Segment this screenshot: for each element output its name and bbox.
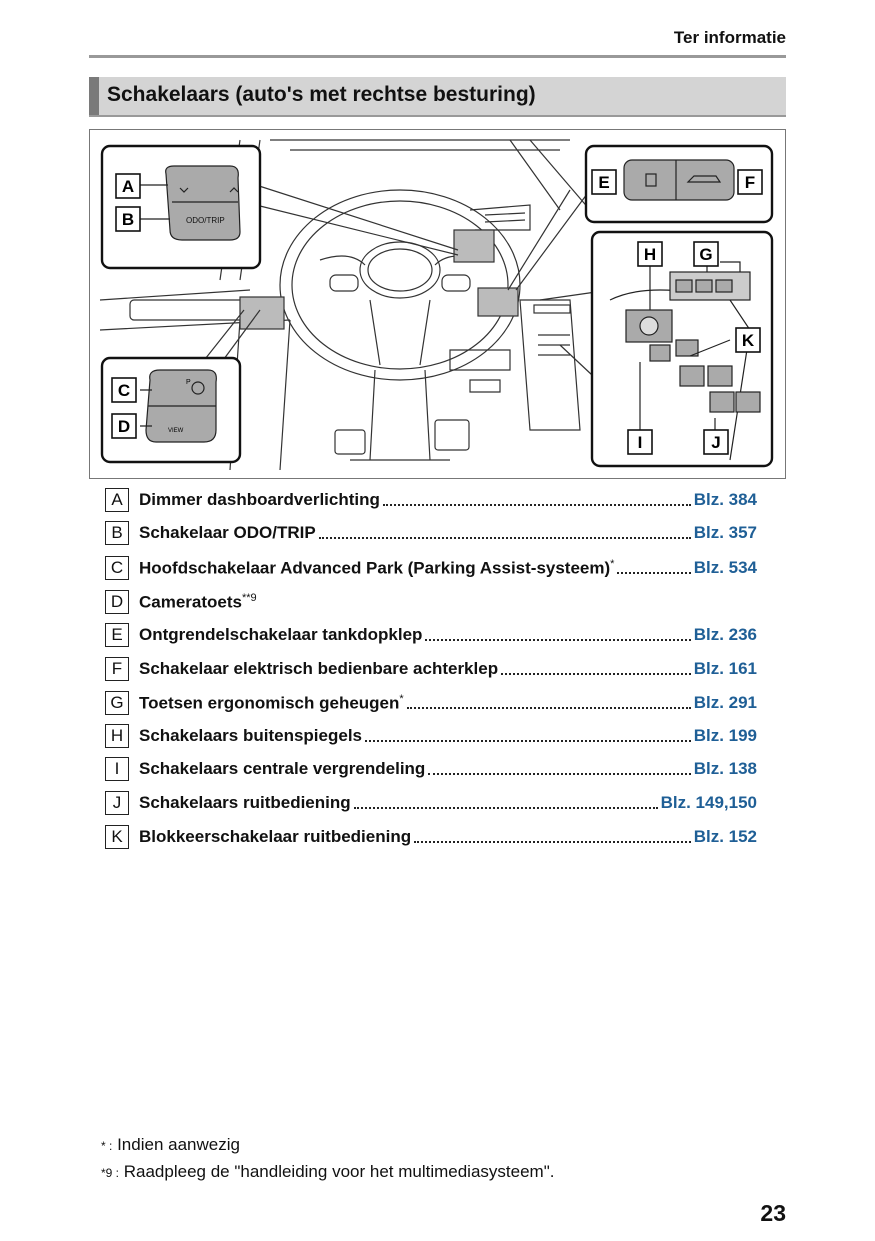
leader-dots xyxy=(382,492,691,506)
list-item: F Schakelaar elektrisch bedienbare achte… xyxy=(105,657,757,681)
footnote: * : Indien aanwezig xyxy=(101,1135,240,1155)
list-item: B Schakelaar ODO/TRIP Blz. 357 xyxy=(105,521,757,545)
view-button-text: VIEW xyxy=(168,428,184,434)
page-link[interactable]: Blz. 199 xyxy=(693,726,757,745)
leader-dots xyxy=(501,661,691,675)
item-letter: E xyxy=(105,623,129,647)
footnote-mark: * : xyxy=(101,1139,113,1153)
list-item: I Schakelaars centrale vergrendeling Blz… xyxy=(105,757,757,781)
item-label: Schakelaars buitenspiegels xyxy=(139,726,362,745)
callout-b: B xyxy=(122,210,134,229)
page-link[interactable]: Blz. 149,150 xyxy=(660,793,757,812)
item-label: Schakelaar ODO/TRIP xyxy=(139,523,316,542)
footnote: *9 : Raadpleeg de "handleiding voor het … xyxy=(101,1162,554,1182)
callout-c: C xyxy=(118,381,130,400)
item-label: Hoofdschakelaar Advanced Park (Parking A… xyxy=(139,557,615,578)
list-item: H Schakelaars buitenspiegels Blz. 199 xyxy=(105,724,757,748)
item-letter: G xyxy=(105,691,129,715)
callout-f: F xyxy=(745,173,755,192)
page-number: 23 xyxy=(760,1200,786,1226)
footnote-mark: * xyxy=(610,557,615,570)
list-item: G Toetsen ergonomisch geheugen* Blz. 291 xyxy=(105,691,757,715)
leader-dots xyxy=(365,728,691,742)
list-item: E Ontgrendelschakelaar tankdopklep Blz. … xyxy=(105,623,757,647)
page-link[interactable]: Blz. 236 xyxy=(693,625,757,644)
list-item: D Cameratoets**9 xyxy=(105,590,757,614)
leader-dots xyxy=(318,525,691,539)
section-title: Schakelaars (auto's met rechtse besturin… xyxy=(107,83,536,106)
page-link[interactable]: Blz. 161 xyxy=(693,659,757,678)
item-letter: H xyxy=(105,724,129,748)
item-letter: D xyxy=(105,590,129,614)
leader-dots xyxy=(406,695,691,709)
callout-d: D xyxy=(118,417,130,436)
item-label: Schakelaars centrale vergrendeling xyxy=(139,759,426,778)
footnote-mark: **9 xyxy=(242,591,257,604)
leader-dots xyxy=(414,829,691,843)
page-link[interactable]: Blz. 138 xyxy=(693,759,757,778)
running-header: Ter informatie xyxy=(673,28,786,47)
callout-a: A xyxy=(122,177,134,196)
section-rule xyxy=(89,115,786,117)
item-letter: K xyxy=(105,825,129,849)
item-label: Cameratoets**9 xyxy=(139,591,257,612)
callout-i: I xyxy=(638,433,643,452)
section-title-bar: Schakelaars (auto's met rechtse besturin… xyxy=(89,77,786,115)
page-link[interactable]: Blz. 357 xyxy=(693,523,757,542)
footnote-text: Raadpleeg de "handleiding voor het multi… xyxy=(123,1162,555,1181)
footnote-mark: *9 : xyxy=(101,1166,120,1180)
page-link[interactable]: Blz. 534 xyxy=(693,558,757,577)
leader-dots xyxy=(617,560,691,574)
page-link[interactable]: Blz. 384 xyxy=(693,490,757,509)
callout-k: K xyxy=(742,331,755,350)
page-link[interactable]: Blz. 291 xyxy=(693,693,757,712)
dashboard-illustration: ODO/TRIP A B P VIEW C D E xyxy=(89,129,786,479)
park-button-text: P xyxy=(186,379,191,386)
item-label: Dimmer dashboardverlichting xyxy=(139,490,380,509)
odo-trip-button-text: ODO/TRIP xyxy=(186,216,225,225)
item-letter: F xyxy=(105,657,129,681)
item-letter: J xyxy=(105,791,129,815)
leader-dots xyxy=(428,761,691,775)
item-letter: C xyxy=(105,556,129,580)
footnote-text: Indien aanwezig xyxy=(117,1135,240,1154)
list-item: C Hoofdschakelaar Advanced Park (Parking… xyxy=(105,556,757,580)
leader-dots xyxy=(353,795,658,809)
callout-e: E xyxy=(598,173,609,192)
item-letter: A xyxy=(105,488,129,512)
list-item: A Dimmer dashboardverlichting Blz. 384 xyxy=(105,488,757,512)
item-letter: B xyxy=(105,521,129,545)
leader-dots xyxy=(425,627,691,641)
item-label: Toetsen ergonomisch geheugen* xyxy=(139,692,404,713)
callout-g: G xyxy=(699,245,712,264)
list-item: K Blokkeerschakelaar ruitbediening Blz. … xyxy=(105,825,757,849)
item-letter: I xyxy=(105,757,129,781)
item-label: Ontgrendelschakelaar tankdopklep xyxy=(139,625,423,644)
callout-h: H xyxy=(644,245,656,264)
item-label: Schakelaar elektrisch bedienbare achterk… xyxy=(139,659,499,678)
header-rule xyxy=(89,55,786,58)
page-link[interactable]: Blz. 152 xyxy=(693,827,757,846)
item-label: Blokkeerschakelaar ruitbediening xyxy=(139,827,412,846)
footnote-mark: * xyxy=(399,692,404,705)
dashboard-drawing: ODO/TRIP A B P VIEW C D E xyxy=(99,139,774,471)
callout-j: J xyxy=(711,433,720,452)
list-item: J Schakelaars ruitbediening Blz. 149,150 xyxy=(105,791,757,815)
item-label: Schakelaars ruitbediening xyxy=(139,793,351,812)
